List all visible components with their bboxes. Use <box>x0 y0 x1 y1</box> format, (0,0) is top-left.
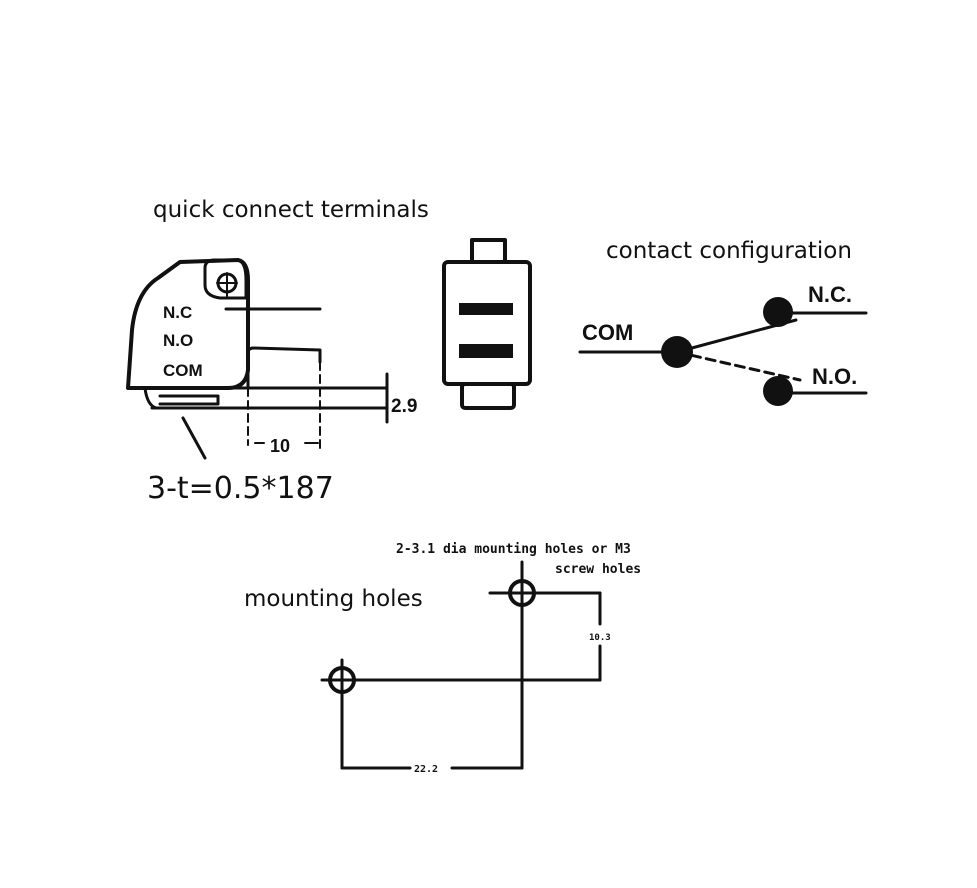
nc-label: N.C. <box>808 282 852 307</box>
mounting-hole-2 <box>328 666 356 694</box>
vertical-dimension: 10.3 <box>589 633 611 643</box>
no-contact-dot <box>763 376 793 406</box>
horizontal-dimension: 22.2 <box>414 764 438 775</box>
terminal-spec: 3-t=0.5*187 <box>147 471 334 506</box>
terminal-label-com: COM <box>163 361 203 380</box>
quick-connect-terminals-section: quick connect terminals N.C N.O COM <box>126 197 532 506</box>
switch-front-view <box>442 238 532 410</box>
mounting-hole-1 <box>508 579 536 607</box>
mounting-holes-section: mounting holes 2-3.1 dia mounting holes … <box>244 542 641 775</box>
quick-connect-title: quick connect terminals <box>153 197 429 223</box>
terminal-label-no: N.O <box>163 331 193 350</box>
mounting-note-line2: screw holes <box>555 562 641 577</box>
switch-side-view <box>126 258 389 460</box>
contact-config-title: contact configuration <box>606 238 852 264</box>
com-contact-dot <box>661 336 693 368</box>
terminal-label-nc: N.C <box>163 303 192 322</box>
no-label: N.O. <box>812 364 857 389</box>
switch-arm-dashed <box>675 350 802 382</box>
contact-configuration-section: contact configuration COM N.C. N.O. <box>578 238 868 406</box>
com-label: COM <box>582 320 633 345</box>
thickness-dimension: 2.9 <box>391 396 417 417</box>
mounting-note-line1: 2-3.1 dia mounting holes or M3 <box>396 542 631 557</box>
spacing-dimension: 10 <box>270 436 290 456</box>
nc-contact-dot <box>763 297 793 327</box>
mounting-holes-title: mounting holes <box>244 586 423 612</box>
